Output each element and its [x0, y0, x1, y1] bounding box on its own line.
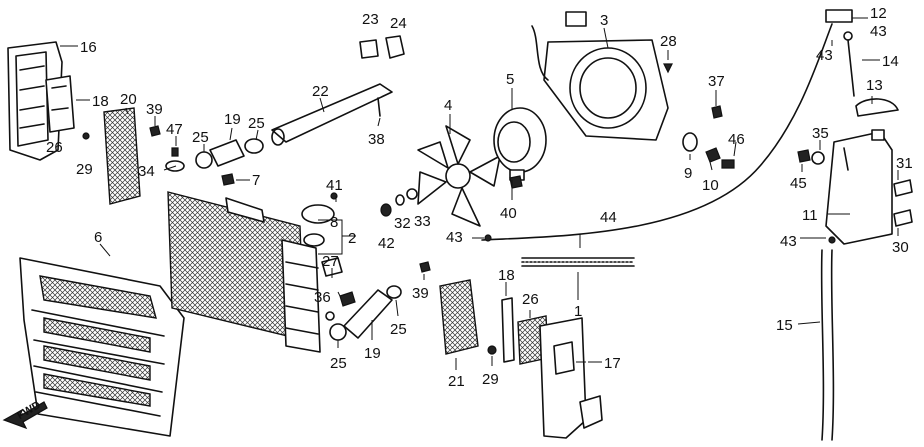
- radiator-cap: [301, 192, 338, 247]
- callout-46: 46: [728, 131, 745, 148]
- coolant-reserve-tank: [825, 129, 893, 245]
- callout-11: 11: [802, 207, 818, 224]
- shroud-side-panel-left: [7, 41, 63, 161]
- callout-39a: 39: [146, 101, 163, 118]
- callout-39b: 39: [412, 285, 429, 302]
- callout-41: 41: [326, 177, 343, 194]
- callout-19a: 19: [224, 111, 241, 128]
- shroud-grille-left: [103, 107, 141, 205]
- cooling-fan: [417, 125, 501, 227]
- callout-17: 17: [604, 355, 621, 372]
- fan-motor: [493, 107, 547, 181]
- callout-40: 40: [500, 205, 517, 222]
- nut-7: [221, 173, 235, 186]
- callout-14: 14: [882, 53, 899, 70]
- callout-22: 22: [312, 83, 329, 100]
- callout-43c: 43: [870, 23, 887, 40]
- washers-center: [380, 188, 418, 217]
- callout-28: 28: [660, 33, 677, 50]
- upper-radiator-hose: [195, 138, 264, 169]
- bolt-40: [509, 175, 523, 189]
- coil-spring: [521, 257, 635, 267]
- callout-35: 35: [812, 125, 829, 142]
- reserve-tank-cap-dipstick: [825, 9, 899, 117]
- callout-18a: 18: [92, 93, 109, 110]
- lower-radiator-hose: [329, 285, 402, 341]
- callout-32: 32: [394, 215, 411, 232]
- callout-19b: 19: [364, 345, 381, 362]
- leader-lines: [60, 17, 899, 370]
- callout-8: 8: [330, 214, 338, 231]
- callout-37: 37: [708, 73, 725, 90]
- reserve-tank-hose: [820, 236, 836, 441]
- bolts-left: [149, 125, 185, 172]
- overflow-tube: [481, 23, 833, 242]
- upper-radiator-stay: [271, 83, 393, 146]
- callout-2: 2: [348, 230, 356, 247]
- callout-13: 13: [866, 77, 883, 94]
- callout-44: 44: [600, 209, 617, 226]
- callout-43a: 43: [446, 229, 463, 246]
- callout-45: 45: [790, 175, 807, 192]
- bracket-left: [45, 75, 90, 140]
- callout-20: 20: [120, 91, 137, 108]
- radiator-core: [167, 191, 321, 353]
- callout-43d: 43: [780, 233, 797, 250]
- callout-3: 3: [600, 12, 608, 29]
- callout-5: 5: [506, 71, 514, 88]
- callout-31: 31: [896, 155, 913, 172]
- callout-38: 38: [368, 131, 385, 148]
- callout-29a: 29: [76, 161, 93, 178]
- callout-29b: 29: [482, 371, 499, 388]
- callout-26a: 26: [46, 139, 63, 156]
- callout-4: 4: [444, 97, 452, 114]
- callout-24: 24: [390, 15, 407, 32]
- callout-36: 36: [314, 289, 331, 306]
- callout-25a: 25: [192, 129, 209, 146]
- callout-25b: 25: [248, 115, 265, 132]
- front-grille: [19, 257, 185, 437]
- callout-6: 6: [94, 229, 102, 246]
- clips-top: [359, 35, 405, 59]
- callout-7: 7: [252, 172, 260, 189]
- callout-33: 33: [414, 213, 431, 230]
- callout-25d: 25: [330, 355, 347, 372]
- callout-12: 12: [870, 5, 887, 22]
- callout-25c: 25: [390, 321, 407, 338]
- callout-15: 15: [776, 317, 793, 334]
- callout-16: 16: [80, 39, 97, 56]
- callout-1: 1: [574, 303, 582, 320]
- shroud-side-panel-right: [539, 317, 603, 439]
- tank-labels: [893, 179, 913, 227]
- callout-47: 47: [166, 121, 183, 138]
- callout-21: 21: [448, 373, 465, 390]
- shroud-grille-center: [419, 261, 479, 355]
- tank-fasteners: [797, 149, 825, 165]
- callout-42: 42: [378, 235, 395, 252]
- callout-30: 30: [892, 239, 909, 256]
- callout-43b: 43: [816, 47, 833, 64]
- drain-plug-sensor: [321, 257, 356, 321]
- callout-34: 34: [138, 163, 155, 180]
- callout-27: 27: [322, 253, 339, 270]
- callout-numbers: 1 2 3 4 5 6 7 8 9 10 11 12 13 14 15 16 1…: [46, 5, 913, 390]
- callout-9: 9: [684, 165, 692, 182]
- callout-26b: 26: [522, 291, 539, 308]
- callout-23: 23: [362, 11, 379, 28]
- bracket-center: [487, 297, 549, 365]
- callout-10: 10: [702, 177, 719, 194]
- callout-18b: 18: [498, 267, 515, 284]
- shroud-fasteners: [663, 63, 735, 169]
- fan-shroud: [531, 11, 669, 141]
